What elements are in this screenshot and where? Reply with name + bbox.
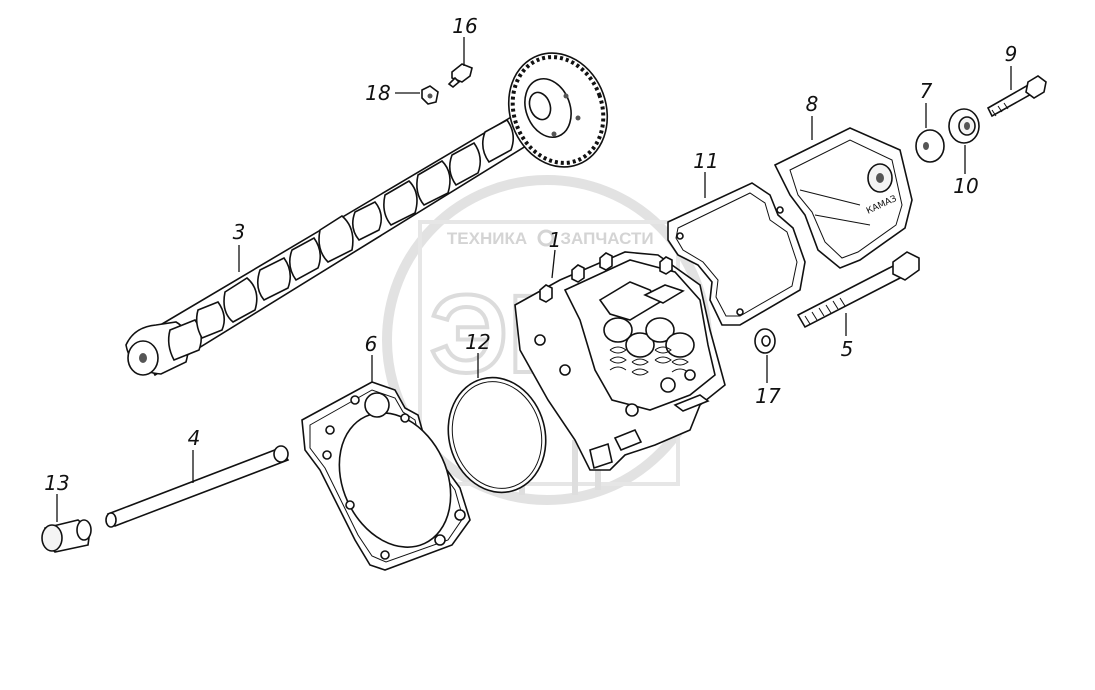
clip-18-part xyxy=(421,85,439,105)
leader-lines xyxy=(56,37,1012,522)
push-rod-part xyxy=(105,445,290,528)
grommet-10-part xyxy=(948,108,980,144)
bolt-9-part xyxy=(986,75,1047,118)
cover-gasket-part xyxy=(667,182,806,326)
callout-12: 12 xyxy=(465,330,490,354)
callout-8: 8 xyxy=(806,92,819,116)
callout-9: 9 xyxy=(1005,42,1018,66)
watermark-text-right: ЗАПЧАСТИ xyxy=(560,229,653,248)
callout-6: 6 xyxy=(365,332,378,356)
callout-5: 5 xyxy=(841,337,854,361)
bolt-16-part xyxy=(447,63,473,89)
bolt-5-part xyxy=(796,251,920,329)
callout-7: 7 xyxy=(920,79,933,103)
head-gasket-part xyxy=(301,381,471,571)
callout-1: 1 xyxy=(549,228,562,252)
camshaft-part xyxy=(125,52,609,377)
callout-11: 11 xyxy=(693,149,718,173)
callout-labels: 1 3 4 5 6 7 8 9 10 11 12 13 16 17 18 xyxy=(44,14,1017,495)
callout-4: 4 xyxy=(188,426,201,450)
callout-17: 17 xyxy=(755,384,781,408)
washer-7-part xyxy=(915,129,945,163)
o-ring-part xyxy=(447,376,547,494)
washer-17-part xyxy=(754,328,776,354)
cylinder-head-part xyxy=(514,251,726,471)
watermark-text-left: ТЕХНИКА xyxy=(447,229,527,248)
callout-3: 3 xyxy=(233,220,246,244)
callout-13: 13 xyxy=(44,471,69,495)
callout-16: 16 xyxy=(452,14,477,38)
watermark-gear-icon xyxy=(537,229,555,247)
callout-10: 10 xyxy=(953,174,978,198)
tappet-part xyxy=(41,519,92,553)
head-cover-part: КАМАЗ xyxy=(773,127,913,269)
callout-18: 18 xyxy=(365,81,390,105)
